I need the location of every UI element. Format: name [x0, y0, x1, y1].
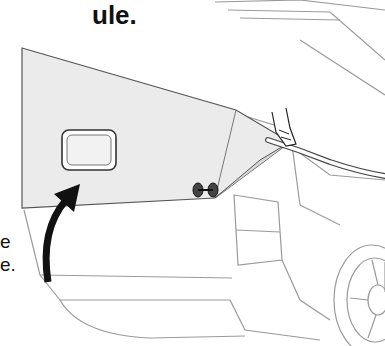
heading-fragment: ule. — [92, 2, 137, 28]
wheel — [334, 245, 385, 346]
hand-with-cable — [268, 108, 385, 176]
lift-arrow — [46, 184, 80, 282]
rollers — [193, 183, 218, 197]
text-fragment: e. — [0, 255, 16, 274]
text-fragment: e — [0, 232, 11, 251]
protective-sheet — [22, 48, 290, 208]
